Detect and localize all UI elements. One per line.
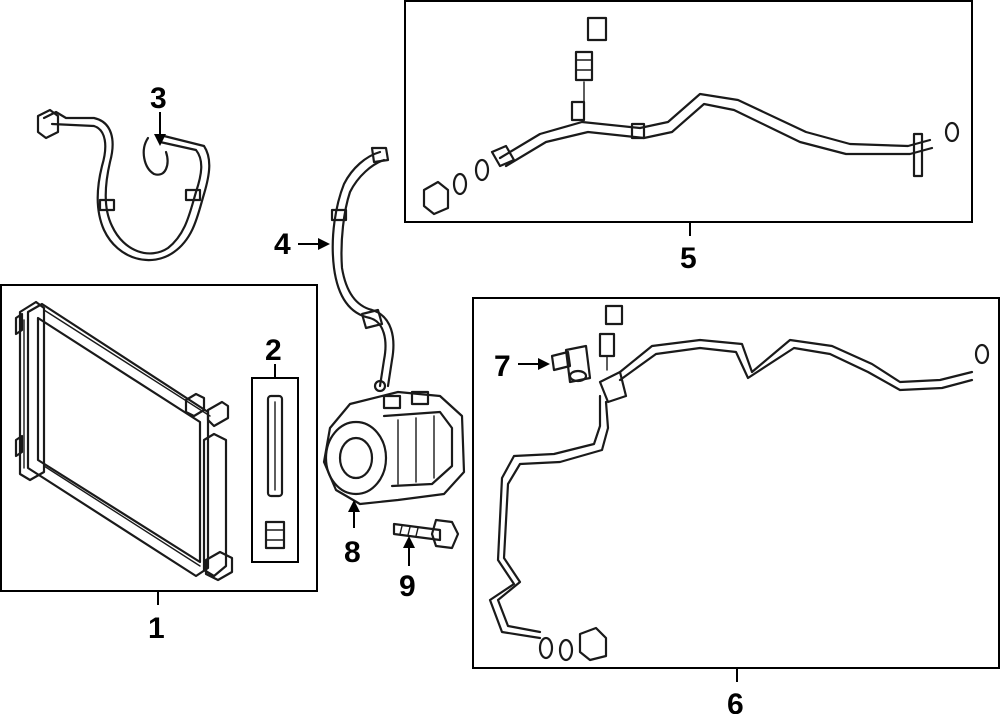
bolt-part[interactable] xyxy=(392,518,460,550)
arrow-8 xyxy=(348,500,360,512)
callout-group-7: 7 xyxy=(494,350,550,383)
callout-group-8: 8 xyxy=(344,500,361,569)
callout-9[interactable]: 9 xyxy=(399,570,416,603)
arrow-3 xyxy=(154,134,166,146)
suction-hose-part[interactable] xyxy=(330,146,395,393)
arrow-9 xyxy=(403,536,415,548)
callout-1[interactable]: 1 xyxy=(148,612,165,645)
arrow-7 xyxy=(538,358,550,370)
box-1-frame xyxy=(0,284,318,592)
group-box-6: 6 xyxy=(472,297,1000,714)
pressure-switch-part[interactable] xyxy=(550,344,592,384)
callout-group-4: 4 xyxy=(274,228,330,261)
group-box-1: 1 xyxy=(0,284,318,645)
callout-3[interactable]: 3 xyxy=(150,82,167,115)
tube-5-part[interactable] xyxy=(422,16,960,216)
discharge-hose-part[interactable] xyxy=(36,108,211,262)
callout-group-9: 9 xyxy=(399,536,416,603)
callout-7[interactable]: 7 xyxy=(494,350,511,383)
callout-4[interactable]: 4 xyxy=(274,228,291,261)
callout-5[interactable]: 5 xyxy=(680,242,697,275)
tube-6-part[interactable] xyxy=(488,304,990,662)
group-box-5: 5 xyxy=(404,0,973,275)
callout-8[interactable]: 8 xyxy=(344,536,361,569)
callout-2[interactable]: 2 xyxy=(265,334,282,367)
callout-6[interactable]: 6 xyxy=(727,688,744,714)
compressor-part[interactable] xyxy=(322,390,466,506)
box-5-frame xyxy=(404,0,973,223)
arrow-4 xyxy=(318,238,330,250)
callout-group-3: 3 xyxy=(150,82,167,146)
group-box-2: 2 xyxy=(251,334,299,563)
dryer-kit-part[interactable] xyxy=(264,394,286,550)
condenser-part[interactable] xyxy=(14,300,234,582)
